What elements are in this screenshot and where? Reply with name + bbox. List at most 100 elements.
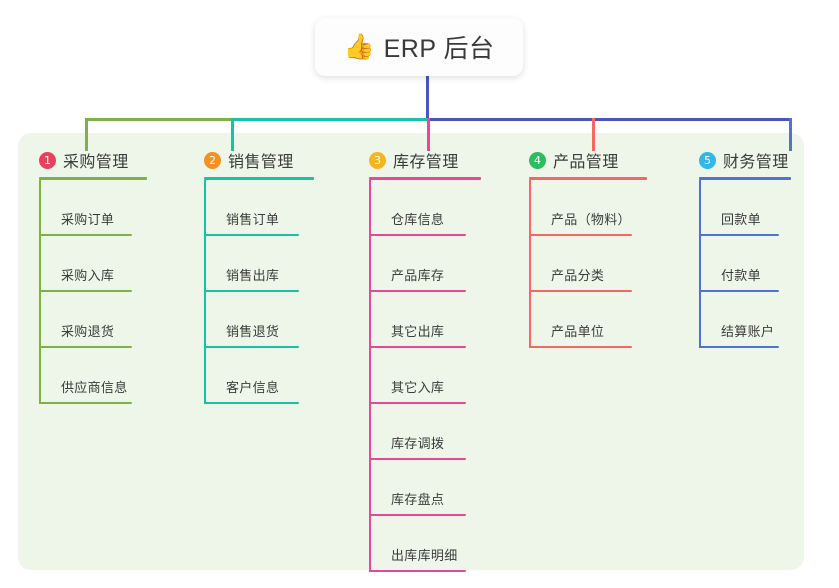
branch-number-badge: 4	[529, 151, 546, 169]
root-title: ERP 后台	[383, 35, 495, 63]
root-node[interactable]: 👍 ERP 后台	[315, 18, 523, 76]
leaf-item[interactable]: 产品单位	[529, 292, 647, 348]
leaf-item-label: 其它出库	[391, 324, 445, 339]
connector-bar-segment	[231, 118, 427, 121]
branch-header-3[interactable]: 3 库存管理	[369, 148, 481, 172]
leaf-item-label: 采购入库	[61, 268, 115, 283]
branch-title: 销售管理	[228, 154, 294, 171]
leaf-item[interactable]: 库存调拨	[369, 404, 481, 460]
branch-number-badge: 2	[204, 151, 221, 169]
connector-drop	[85, 118, 88, 151]
leaf-item-rule	[39, 402, 132, 404]
leaf-item-label: 其它入库	[391, 380, 445, 395]
leaf-item[interactable]: 付款单	[699, 236, 791, 292]
leaf-item-label: 客户信息	[226, 380, 280, 395]
leaf-item-label: 采购订单	[61, 212, 115, 227]
leaf-item-label: 产品分类	[551, 268, 605, 283]
connector-drop	[789, 118, 792, 151]
branch-header-5[interactable]: 5 财务管理	[699, 148, 791, 172]
leaf-item-rule	[369, 234, 466, 236]
branch-column-5: 5 财务管理回款单付款单结算账户	[699, 148, 791, 348]
leaf-item-rule	[529, 346, 632, 348]
leaf-item[interactable]: 客户信息	[204, 348, 314, 404]
branch-header-rule	[529, 177, 647, 180]
branch-spine	[204, 180, 206, 404]
leaf-item[interactable]: 其它出库	[369, 292, 481, 348]
leaf-item-label: 产品单位	[551, 324, 605, 339]
connector-bar-segment	[85, 118, 231, 121]
leaf-item-rule	[699, 290, 779, 292]
leaf-item[interactable]: 出库库明细	[369, 516, 481, 572]
leaf-item[interactable]: 销售退货	[204, 292, 314, 348]
leaf-item-rule	[529, 290, 632, 292]
branch-title: 财务管理	[723, 154, 789, 171]
leaf-item-label: 回款单	[721, 212, 761, 227]
connector-drop	[592, 118, 595, 151]
branch-spine	[39, 180, 41, 404]
branch-title: 采购管理	[63, 154, 129, 171]
thumbs-up-icon: 👍	[343, 32, 375, 61]
leaf-item[interactable]: 采购入库	[39, 236, 147, 292]
branch-number-badge: 3	[369, 151, 386, 169]
leaf-item[interactable]: 结算账户	[699, 292, 791, 348]
branch-items: 采购订单采购入库采购退货供应商信息	[39, 180, 147, 404]
leaf-item-label: 出库库明细	[391, 548, 458, 563]
leaf-item-rule	[204, 234, 299, 236]
leaf-item-rule	[39, 290, 132, 292]
leaf-item-rule	[369, 290, 466, 292]
branch-spine	[369, 180, 371, 572]
leaf-item-rule	[699, 234, 779, 236]
branch-title: 库存管理	[393, 154, 459, 171]
leaf-item-rule	[699, 346, 779, 348]
branch-column-2: 2 销售管理销售订单销售出库销售退货客户信息	[204, 148, 314, 404]
leaf-item[interactable]: 产品分类	[529, 236, 647, 292]
leaf-item[interactable]: 采购订单	[39, 180, 147, 236]
leaf-item-rule	[369, 458, 466, 460]
leaf-item-rule	[369, 346, 466, 348]
leaf-item-label: 销售退货	[226, 324, 280, 339]
leaf-item-rule	[369, 514, 466, 516]
leaf-item-rule	[369, 402, 466, 404]
connector-bar-segment	[427, 118, 790, 121]
trunk-connector	[426, 72, 429, 121]
leaf-item-label: 库存盘点	[391, 492, 445, 507]
leaf-item-rule	[204, 402, 299, 404]
leaf-item[interactable]: 其它入库	[369, 348, 481, 404]
leaf-item[interactable]: 供应商信息	[39, 348, 147, 404]
branch-header-rule	[369, 177, 481, 180]
leaf-item[interactable]: 库存盘点	[369, 460, 481, 516]
leaf-item-label: 结算账户	[721, 324, 775, 339]
branch-header-2[interactable]: 2 销售管理	[204, 148, 314, 172]
leaf-item-label: 仓库信息	[391, 212, 445, 227]
leaf-item[interactable]: 仓库信息	[369, 180, 481, 236]
branch-items: 仓库信息产品库存其它出库其它入库库存调拨库存盘点出库库明细	[369, 180, 481, 572]
leaf-item-rule	[369, 570, 466, 572]
branch-spine	[699, 180, 701, 348]
branch-number-badge: 5	[699, 151, 716, 169]
leaf-item-label: 库存调拨	[391, 436, 445, 451]
leaf-item[interactable]: 销售订单	[204, 180, 314, 236]
leaf-item-label: 采购退货	[61, 324, 115, 339]
leaf-item[interactable]: 销售出库	[204, 236, 314, 292]
branch-items: 销售订单销售出库销售退货客户信息	[204, 180, 314, 404]
branch-header-rule	[204, 177, 314, 180]
connector-drop	[231, 118, 234, 151]
leaf-item-label: 产品（物料）	[551, 212, 631, 227]
leaf-item[interactable]: 产品（物料）	[529, 180, 647, 236]
branch-header-rule	[39, 177, 147, 180]
leaf-item[interactable]: 回款单	[699, 180, 791, 236]
leaf-item[interactable]: 采购退货	[39, 292, 147, 348]
branch-spine	[529, 180, 531, 348]
leaf-item[interactable]: 产品库存	[369, 236, 481, 292]
leaf-item-label: 销售订单	[226, 212, 280, 227]
branch-column-3: 3 库存管理仓库信息产品库存其它出库其它入库库存调拨库存盘点出库库明细	[369, 148, 481, 572]
leaf-item-rule	[204, 290, 299, 292]
leaf-item-rule	[204, 346, 299, 348]
leaf-item-rule	[39, 346, 132, 348]
branch-items: 产品（物料） 产品分类产品单位	[529, 180, 647, 348]
